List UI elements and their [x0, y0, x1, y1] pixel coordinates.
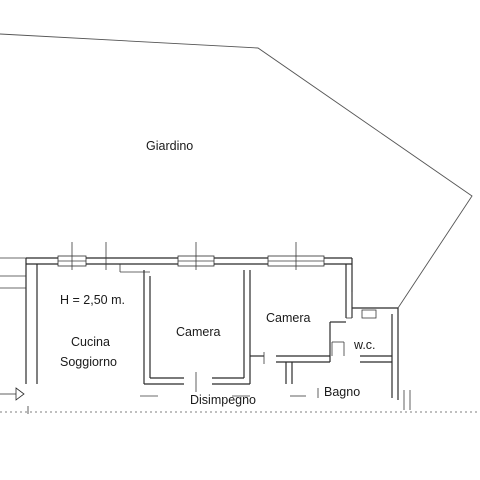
hallway-label: Disimpegno [190, 393, 256, 407]
kitchen-label: Cucina [71, 335, 110, 349]
bathroom-label: Bagno [324, 385, 360, 399]
height-note: H = 2,50 m. [60, 293, 125, 307]
living-label: Soggiorno [60, 355, 117, 369]
wc-label: w.c. [353, 338, 376, 352]
windows [57, 242, 325, 270]
entrance-arrow-icon [0, 387, 25, 401]
interior-walls [0, 257, 392, 398]
bedroom-1-label: Camera [176, 325, 221, 339]
bedroom-2-label: Camera [266, 311, 311, 325]
garden-boundary [0, 33, 473, 309]
garden-label: Giardino [146, 139, 193, 153]
